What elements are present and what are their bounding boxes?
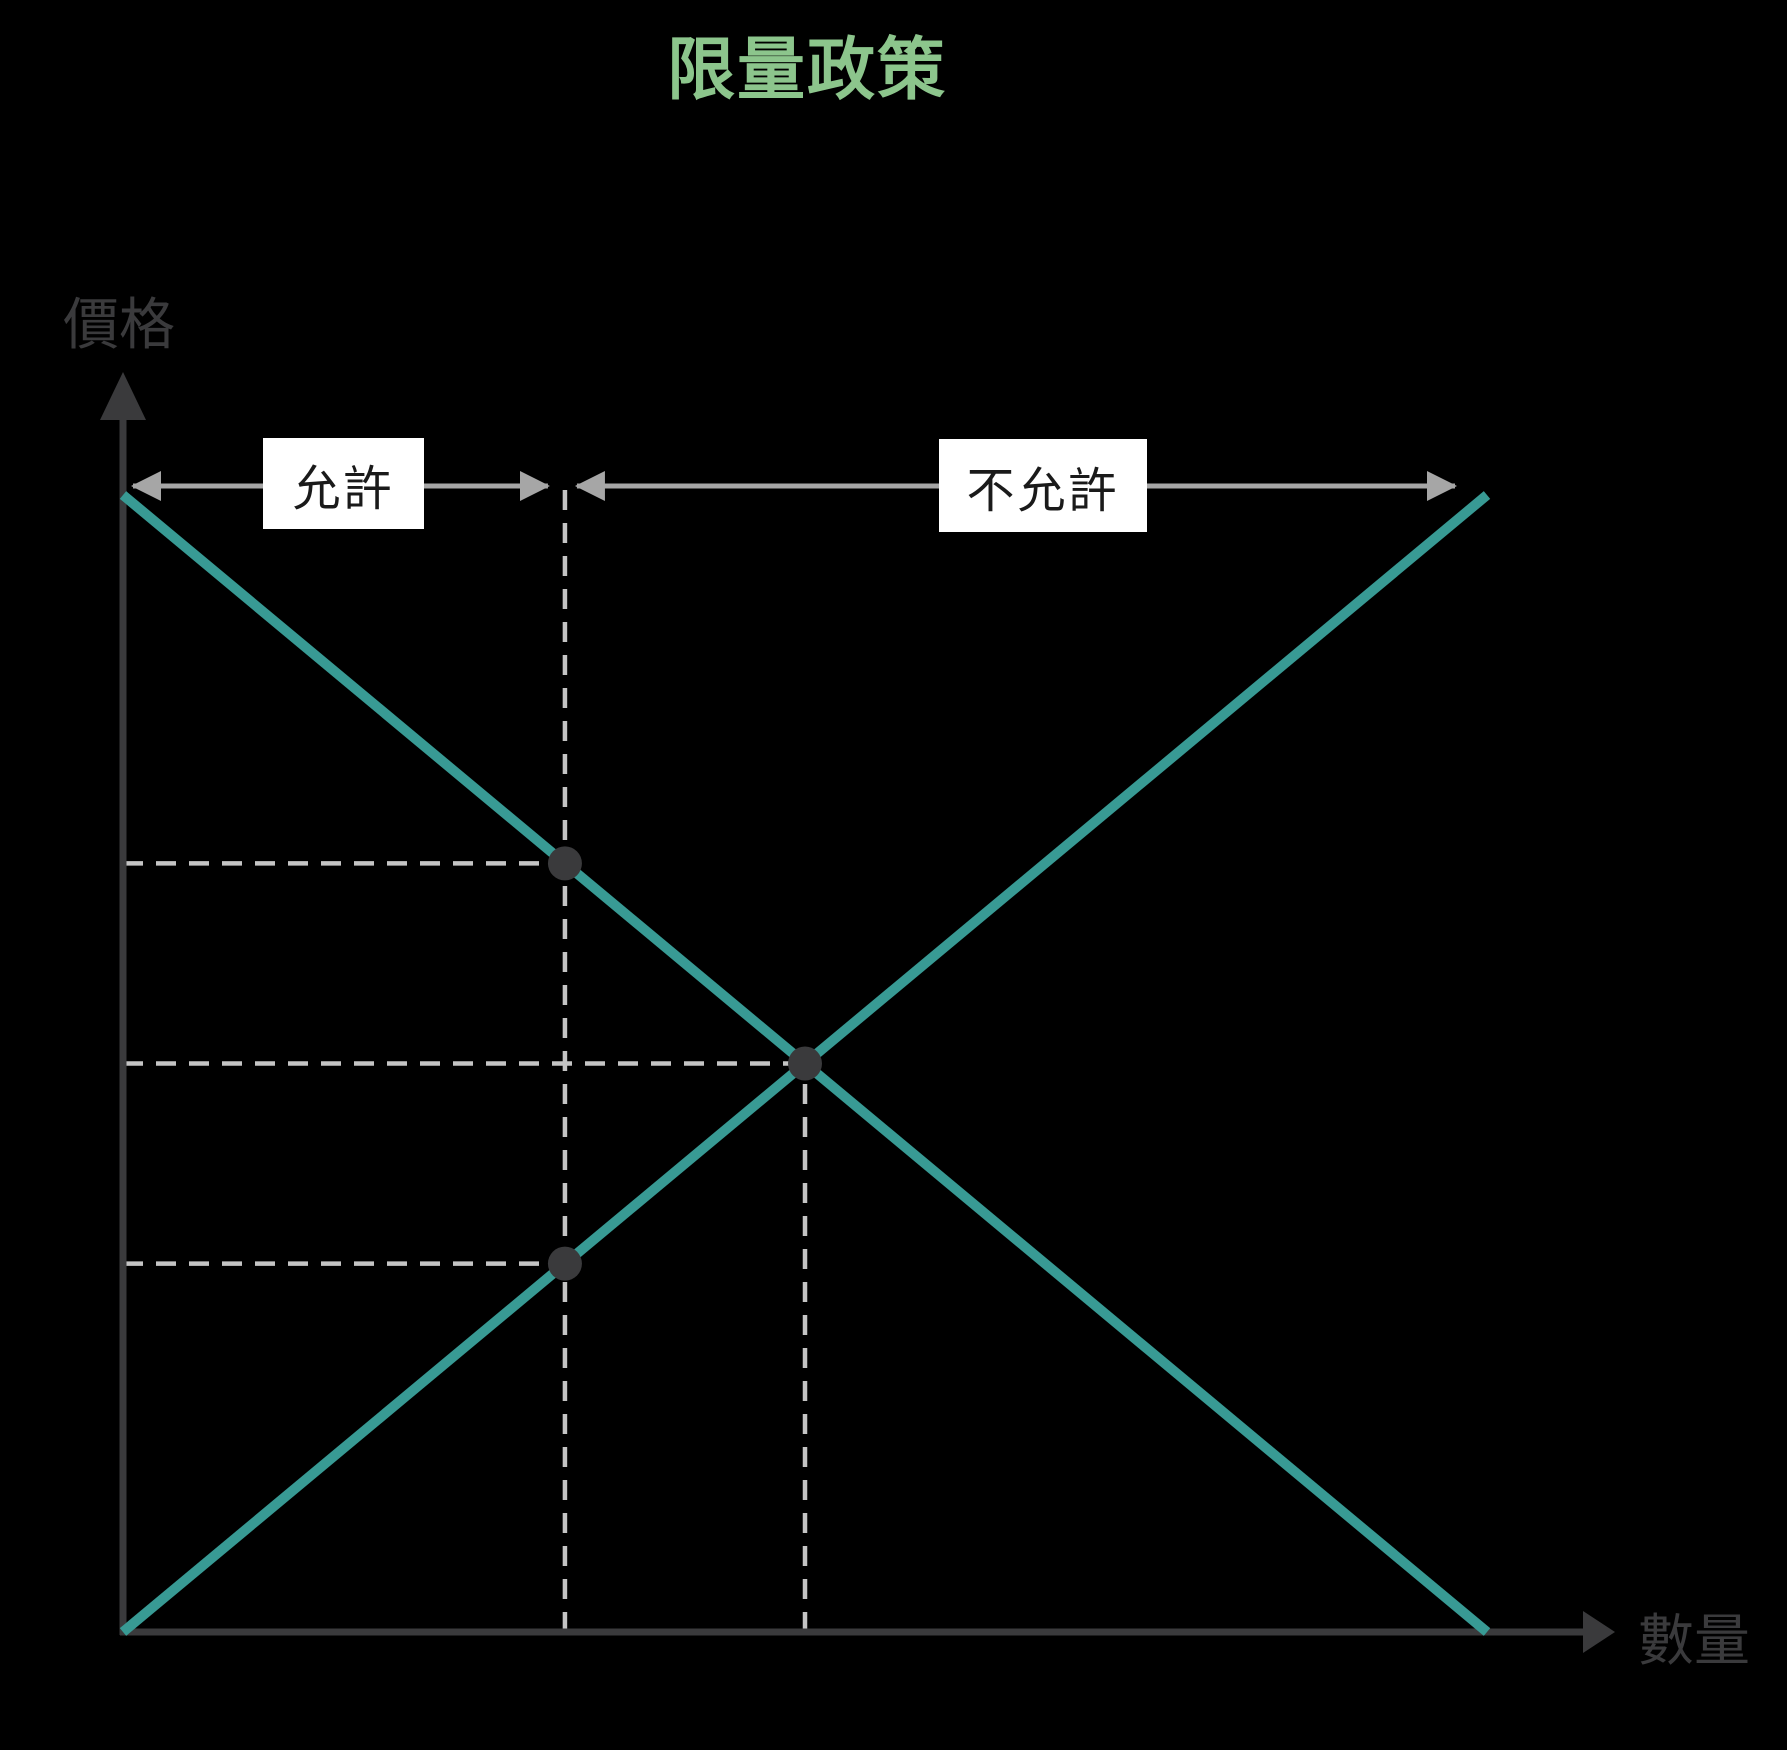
point-marker — [547, 1246, 582, 1281]
y-axis-label: 價格 — [63, 293, 175, 356]
x-axis-arrowhead-icon — [1583, 1611, 1615, 1653]
point-markers — [547, 846, 822, 1281]
x-axis-label: 數量 — [1638, 1609, 1750, 1672]
chart-title: 限量政策 — [666, 32, 948, 108]
not-allowed-label: 不允許 — [966, 464, 1120, 518]
point-marker — [547, 846, 582, 881]
point-marker — [788, 1046, 822, 1081]
allowed-label: 允許 — [292, 462, 395, 516]
dashed-guides — [123, 480, 808, 1632]
not-allowed-label-box: 不允許 — [939, 439, 1147, 532]
y-axis-arrowhead-icon — [100, 372, 146, 420]
allowed-label-box: 允許 — [263, 438, 424, 529]
